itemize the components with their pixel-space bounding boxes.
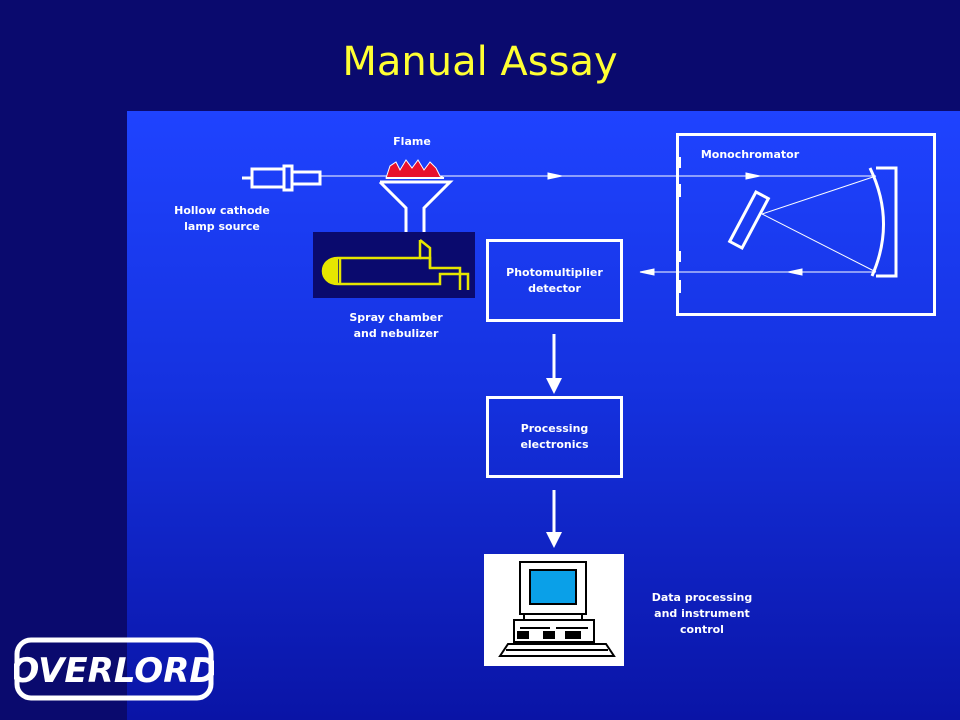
processing-label: Processing electronics: [520, 422, 589, 451]
spray-chamber-label: Spray chamber and nebulizer: [349, 311, 443, 340]
monochromator-label: Monochromator: [700, 148, 800, 161]
slide-title: Manual Assay: [342, 39, 618, 85]
burner-funnel-icon: [378, 180, 454, 232]
arrow-down-icon: [546, 334, 562, 548]
spray-chamber-icon: [321, 239, 470, 290]
flame-label: Flame: [393, 135, 431, 148]
photomultiplier-box: [486, 239, 623, 322]
hollow-cathode-label: Hollow cathode lamp source: [174, 204, 270, 233]
overlord-logo: OVERLORD: [14, 637, 214, 701]
slit-icons: [676, 157, 681, 293]
lamp-icon: [242, 164, 322, 192]
photomultiplier-label: Photomultiplier detector: [506, 266, 603, 295]
mirror-icon: [868, 166, 898, 278]
data-processing-label: Data processing and instrument control: [651, 591, 753, 636]
monochromator-box: [676, 133, 936, 316]
grating-icon: [727, 189, 771, 251]
computer-icon: [498, 561, 616, 657]
flame-icon: [385, 159, 445, 179]
logo-text: OVERLORD: [14, 651, 214, 691]
monochromator-rays: [639, 175, 877, 276]
processing-box: [486, 396, 623, 478]
